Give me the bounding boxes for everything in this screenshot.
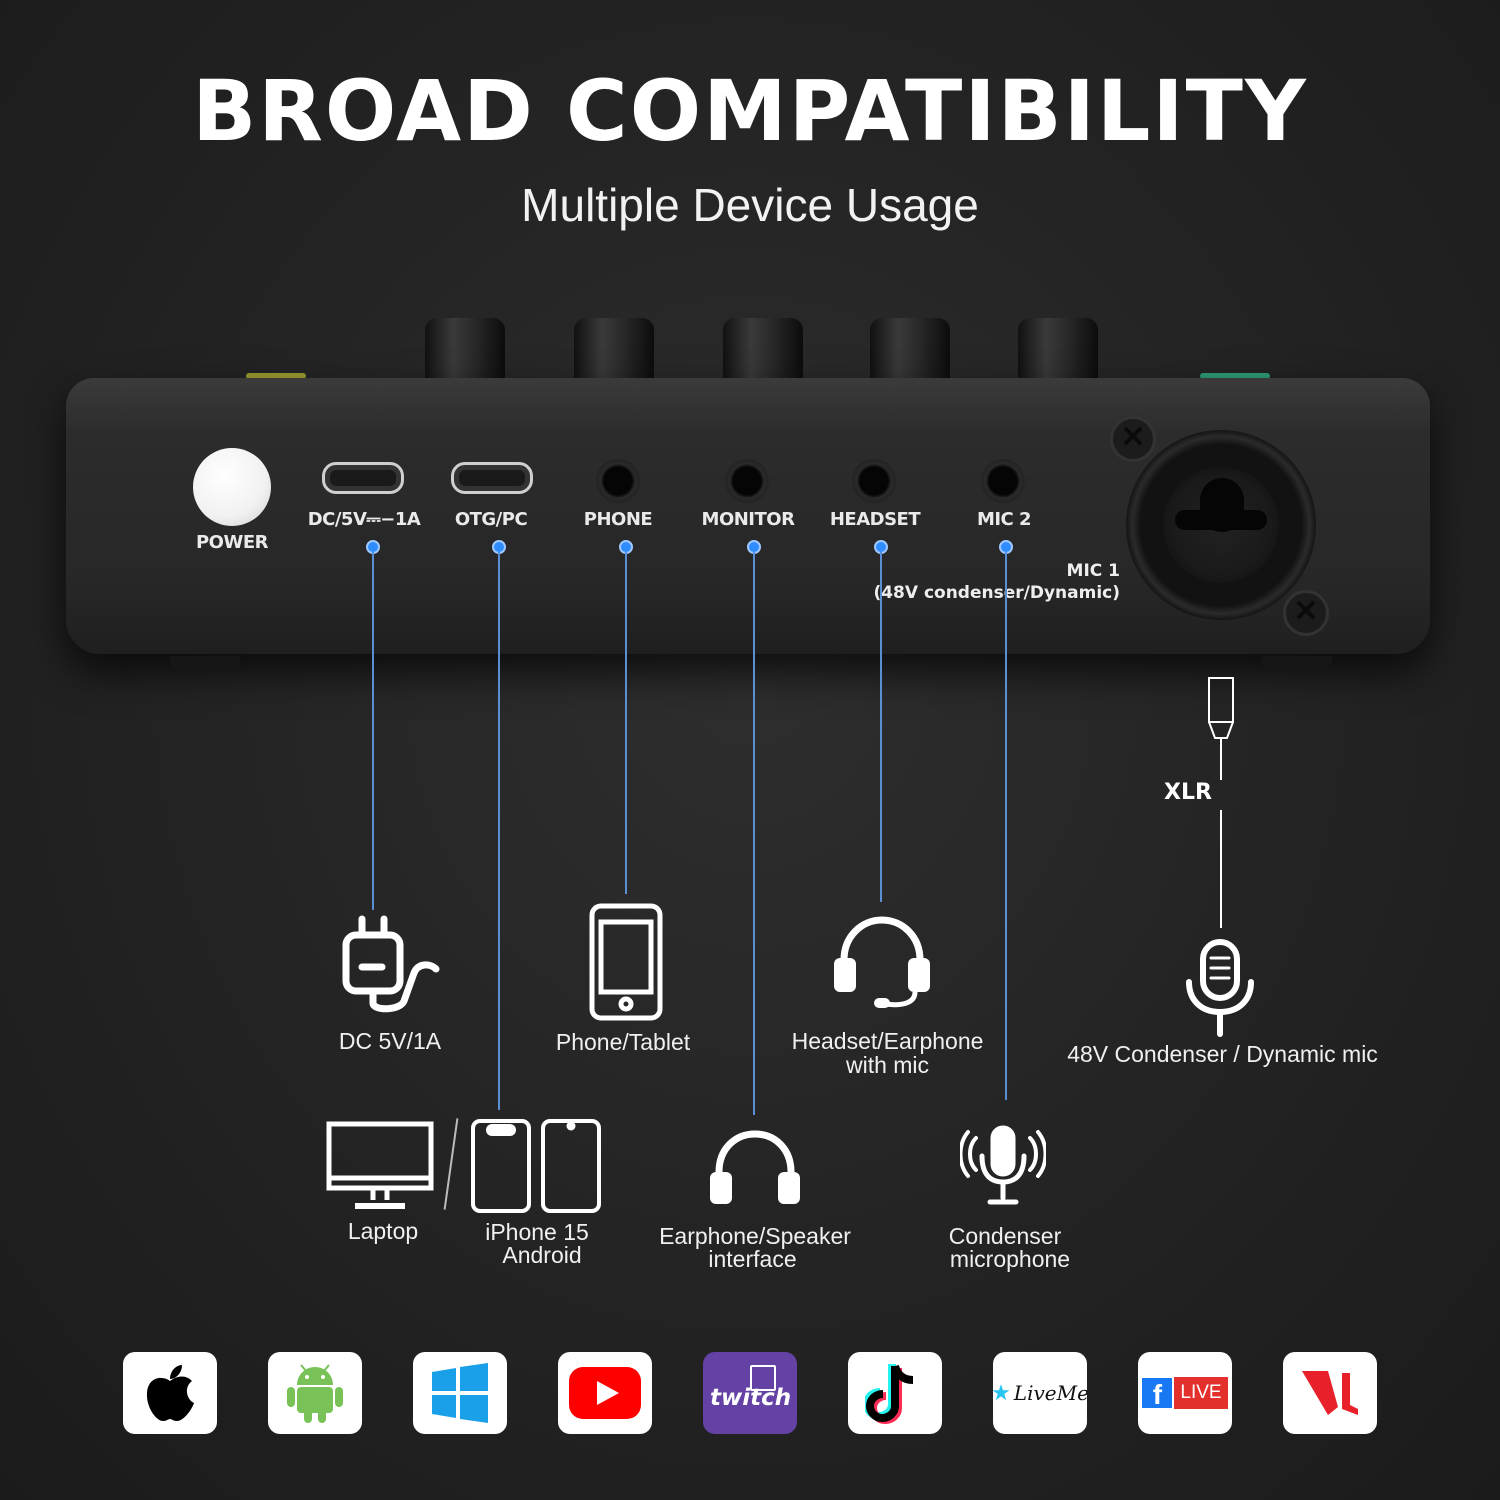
mic2-port-label: MIC 2	[976, 509, 1032, 530]
mic2-jack	[981, 459, 1025, 503]
indicator-light	[1200, 373, 1270, 379]
dc-port-label: DC/5V⎓−1A	[307, 509, 421, 530]
dc-port	[322, 462, 404, 494]
condenser-mic-icon	[960, 1124, 1046, 1208]
laptop-caption: Laptop	[347, 1218, 419, 1244]
condenser-caption-line1: Condenser	[948, 1223, 1062, 1249]
knob	[870, 318, 950, 388]
device-foot	[170, 656, 240, 670]
knob	[723, 318, 803, 388]
monitor-port-label: MONITOR	[701, 509, 795, 530]
page-title: BROAD COMPATIBILITY	[192, 62, 1308, 160]
indicator-light	[246, 373, 306, 379]
headset-jack	[852, 459, 896, 503]
power-label: POWER	[195, 532, 269, 553]
xlr-cable	[1220, 810, 1222, 928]
mic48-caption: 48V Condenser / Dynamic mic	[1067, 1041, 1378, 1067]
liveme-wordmark: LiveMe	[1013, 1381, 1087, 1405]
connector-line	[1005, 552, 1007, 1100]
headset-caption-line1: Headset/Earphone	[791, 1028, 984, 1054]
mic1-label: MIC 1	[1066, 561, 1120, 581]
xlr-center-slot	[1175, 510, 1267, 530]
connector-line	[372, 552, 374, 910]
headset-port-label: HEADSET	[829, 509, 921, 530]
phone-port-label: PHONE	[583, 509, 653, 530]
knob	[1018, 318, 1098, 388]
connector-line	[880, 552, 882, 902]
liveme-logo-icon: ★ LiveMe	[993, 1352, 1087, 1434]
condenser-caption-line2: microphone	[949, 1246, 1071, 1272]
connector-line	[498, 552, 500, 1110]
tiktok-logo-icon	[848, 1352, 942, 1434]
page-subtitle: Multiple Device Usage	[521, 179, 979, 231]
live-app-logo-icon	[1283, 1352, 1377, 1434]
divider	[443, 1118, 459, 1210]
knob	[425, 318, 505, 388]
tablet-icon	[588, 902, 664, 1022]
screw-icon: ✕	[1110, 416, 1156, 462]
connector-line	[753, 552, 755, 1115]
iphone-caption-line2: Android	[502, 1242, 582, 1268]
otg-port-label: OTG/PC	[454, 509, 528, 530]
earphone-icon	[706, 1128, 804, 1208]
iphone-caption-line1: iPhone 15	[485, 1219, 589, 1245]
xlr-cable	[1220, 745, 1222, 780]
earphone-caption-line2: interface	[708, 1246, 797, 1272]
mic1-sublabel: (48V condenser/Dynamic)	[873, 583, 1120, 603]
power-adapter-icon	[340, 915, 444, 1015]
laptop-icon	[325, 1120, 435, 1212]
fb-live-badge: LIVE	[1174, 1377, 1228, 1409]
microphone-icon	[1183, 938, 1257, 1038]
twitch-logo-icon: twitch	[703, 1352, 797, 1434]
xlr-plug-icon	[1204, 676, 1238, 746]
phone-jack	[596, 459, 640, 503]
earphone-caption-line1: Earphone/Speaker	[659, 1223, 851, 1249]
headset-caption-line2: with mic	[845, 1052, 930, 1078]
phone-tablet-caption: Phone/Tablet	[555, 1029, 691, 1055]
monitor-jack	[725, 459, 769, 503]
apple-logo-icon	[123, 1352, 217, 1434]
screw-icon: ✕	[1283, 590, 1329, 636]
headset-icon	[830, 914, 934, 1014]
facebook-live-logo-icon: f LIVE	[1138, 1352, 1232, 1434]
smartphone-icon	[540, 1118, 602, 1214]
smartphone-icon	[470, 1118, 532, 1214]
xlr-label: XLR	[1164, 780, 1212, 805]
twitch-wordmark: twitch	[710, 1385, 792, 1411]
dc-caption: DC 5V/1A	[338, 1028, 442, 1054]
connector-line	[625, 552, 627, 894]
otg-port	[451, 462, 533, 494]
knob	[574, 318, 654, 388]
device-foot	[1262, 656, 1332, 670]
android-logo-icon	[268, 1352, 362, 1434]
youtube-logo-icon	[558, 1352, 652, 1434]
power-button[interactable]	[193, 448, 271, 526]
windows-logo-icon	[413, 1352, 507, 1434]
